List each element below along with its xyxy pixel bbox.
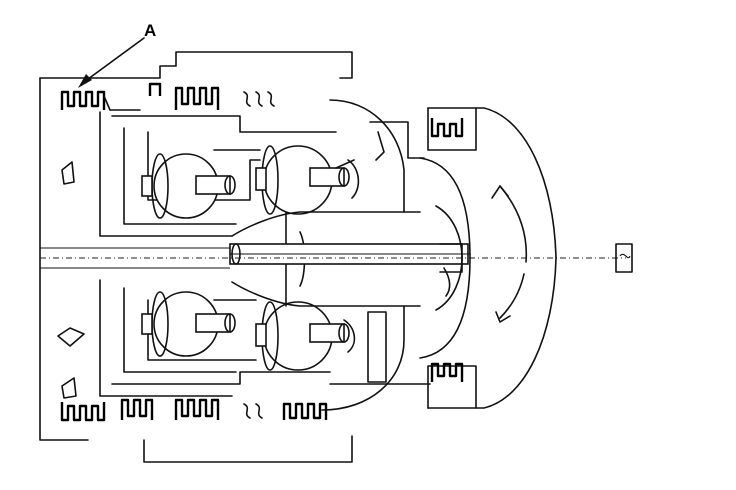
upper-planet-gear-right bbox=[255, 145, 350, 215]
callout-label-a: A bbox=[144, 21, 157, 40]
upper-one-way-clutch bbox=[335, 121, 425, 199]
centerline bbox=[40, 243, 633, 273]
lower-clutch-pack bbox=[60, 398, 328, 422]
input-shaft bbox=[229, 243, 470, 265]
outer-housing bbox=[39, 51, 353, 463]
lower-planet-gear-left bbox=[141, 291, 236, 357]
lower-planet-gear-right bbox=[255, 301, 350, 371]
flow-arrows bbox=[57, 161, 463, 399]
upper-clutch-pack bbox=[60, 82, 275, 111]
upper-planetary-carrier bbox=[99, 111, 337, 237]
upper-planet-gear-left bbox=[141, 153, 236, 219]
callout-arrow bbox=[78, 37, 145, 88]
torque-converter bbox=[419, 107, 557, 409]
lower-one-way-clutch bbox=[329, 311, 431, 385]
